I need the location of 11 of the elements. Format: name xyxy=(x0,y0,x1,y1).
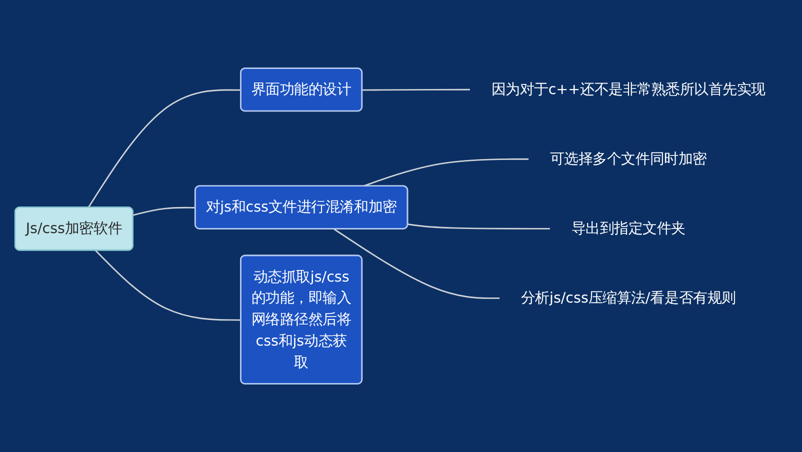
connector xyxy=(133,206,196,216)
connector xyxy=(88,89,242,208)
connector xyxy=(334,228,500,299)
node-text: 可选择多个文件同时加密 xyxy=(550,150,707,168)
node-text: 分析js/css压缩算法/看是否有规则 xyxy=(520,289,736,306)
connector xyxy=(95,250,242,321)
connector xyxy=(362,158,529,187)
connector xyxy=(362,88,470,91)
node-text: 导出到指定文件夹 xyxy=(571,220,686,237)
connector xyxy=(408,224,550,230)
node-text: 因为对于c++还不是非常熟悉所以首先实现 xyxy=(491,80,766,98)
